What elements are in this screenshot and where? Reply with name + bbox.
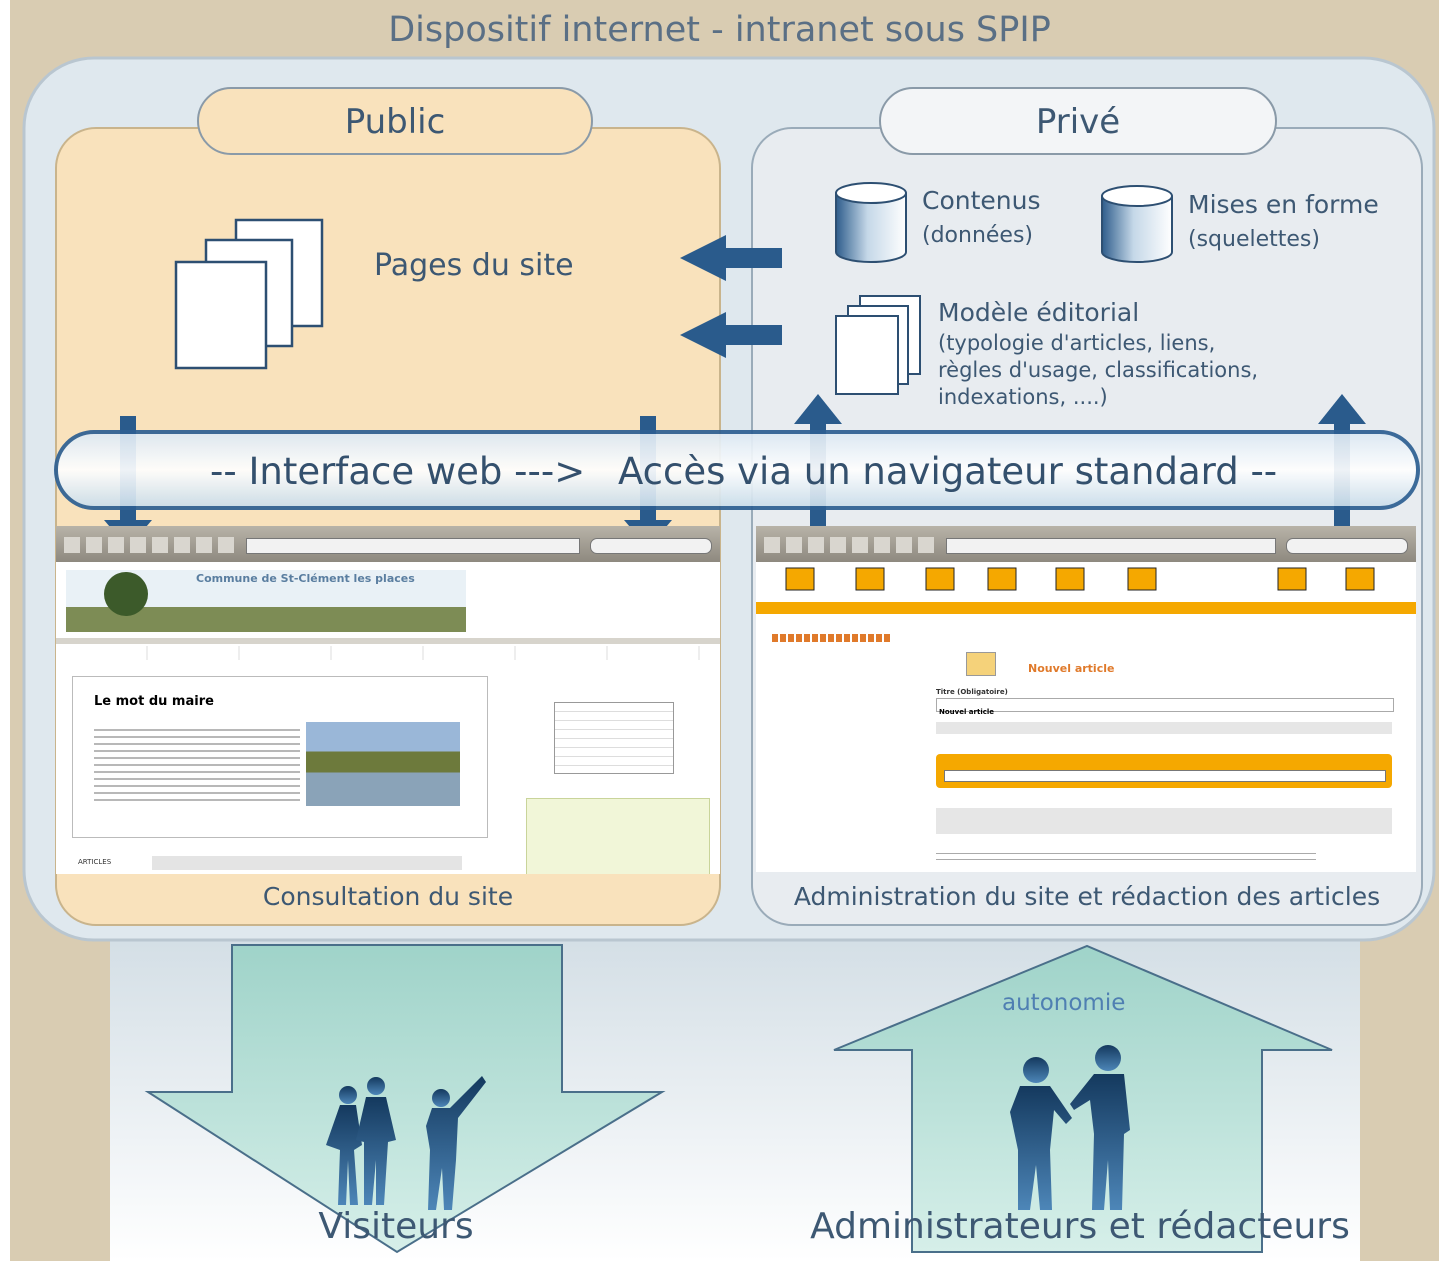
interface-bar-left-text: -- Interface web ---> (210, 450, 586, 493)
tree-image (104, 572, 148, 616)
public-caption: Consultation du site (262, 882, 514, 911)
document-stack-icon (835, 295, 921, 395)
contenus-sub: (données) (922, 223, 1034, 248)
mises-en-forme-sub: (squelettes) (1188, 227, 1320, 252)
lake-photo (306, 722, 460, 806)
autonomie-label: autonomie (1002, 990, 1126, 1016)
admins-label: Administrateurs et rédacteurs (810, 1206, 1350, 1247)
visitors-icon (326, 1076, 486, 1210)
subtitle-field[interactable] (936, 722, 1392, 734)
modele-line: indexations, ....) (938, 385, 1108, 409)
articles-tab: ARTICLES (78, 858, 112, 866)
public-site-screenshot: Commune de St-Clément les places Le mot … (56, 526, 720, 874)
admin-status-bar (756, 602, 1416, 614)
interface-bar (54, 430, 1420, 510)
breadcrumb (772, 634, 892, 642)
admin-heading: Nouvel article (1028, 662, 1115, 675)
text-help (936, 848, 1316, 864)
section-select[interactable] (944, 770, 1386, 782)
pages-label: Pages du site (374, 248, 574, 283)
diagram-title: Dispositif internet - intranet sous SPIP (388, 10, 1051, 50)
calendar-widget (554, 702, 674, 774)
contenus-label: Contenus (922, 186, 1041, 215)
database-icon (1101, 185, 1173, 263)
prive-panel-title: Privé (1035, 102, 1121, 142)
title-field-value: Nouvel article (939, 708, 995, 716)
site-title: Commune de St-Clément les places (196, 572, 415, 585)
visitors-label: Visiteurs (318, 1206, 474, 1247)
admin-site-screenshot: Nouvel article Titre (Obligatoire) Nouve… (756, 526, 1416, 872)
interface-bar-right-text: Accès via un navigateur standard -- (618, 450, 1278, 493)
title-field-label: Titre (Obligatoire) (936, 688, 1008, 696)
prive-caption: Administration du site et rédaction des … (793, 882, 1381, 911)
modele-line: (typologie d'articles, liens, (938, 331, 1216, 355)
article-heading: Le mot du maire (94, 694, 214, 709)
sidebar-box (526, 798, 710, 874)
arrow-down-icon (144, 944, 666, 1254)
pages-stack-icon (174, 218, 324, 370)
administrators-icon (1010, 1045, 1130, 1210)
site-menu (56, 646, 720, 660)
description-field[interactable] (936, 808, 1392, 834)
article-icon (966, 652, 996, 676)
modele-line: règles d'usage, classifications, (938, 358, 1259, 382)
public-panel-title: Public (344, 102, 446, 142)
modele-label: Modèle éditorial (938, 298, 1140, 327)
admin-toolbar-icons (785, 567, 1375, 591)
title-field[interactable]: Nouvel article (936, 698, 1394, 716)
browser-toolbar (56, 526, 720, 562)
database-icon (835, 182, 907, 263)
article-text (94, 724, 300, 804)
browser-toolbar (756, 526, 1416, 562)
admin-toolbar (756, 562, 1416, 602)
mises-en-forme-label: Mises en forme (1188, 190, 1379, 219)
arrow-left-icon (680, 235, 782, 358)
